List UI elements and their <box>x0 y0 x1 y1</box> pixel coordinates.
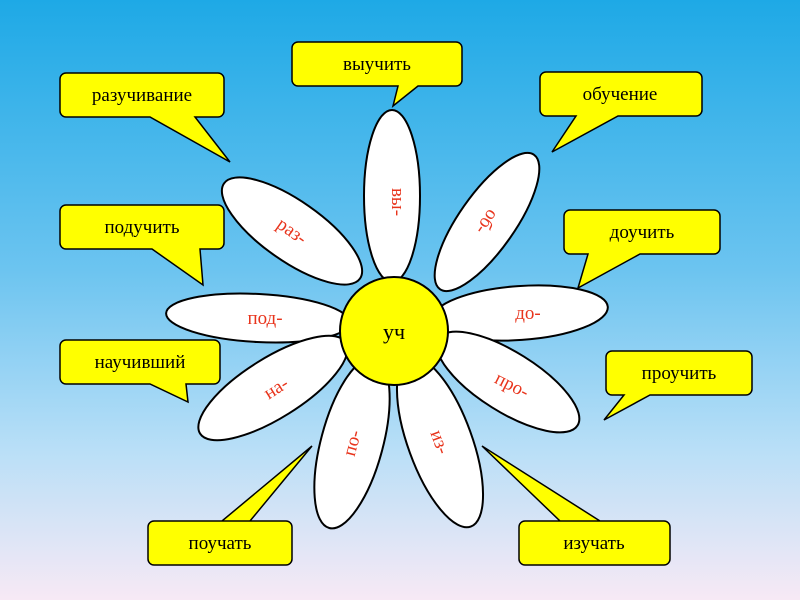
petal-ob: об- <box>433 151 541 293</box>
petal-raz: раз- <box>220 176 364 286</box>
word-pouchat: поучать <box>189 533 252 554</box>
prefix-vy: вы- <box>387 188 408 216</box>
petal-do: до- <box>431 284 609 342</box>
bubble-poduchit: подучить <box>59 204 225 287</box>
word-izuchat: изучать <box>563 533 625 554</box>
bubble-pouchat: поучать <box>147 445 313 566</box>
bubble-obuchenie: обучение <box>539 71 703 153</box>
root-label: уч <box>383 319 405 344</box>
petal-pod: под- <box>165 292 351 344</box>
word-prouchit: проучить <box>642 363 717 384</box>
bubble-prouchit: проучить <box>603 350 753 421</box>
bubble-nauchivshiy: научивший <box>59 339 221 404</box>
prefix-do: до- <box>515 303 541 324</box>
flower-center: уч <box>339 276 449 386</box>
petal-iz: из- <box>395 355 485 529</box>
word-vyuchit: выучить <box>343 54 411 75</box>
bubble-izuchat: изучать <box>481 445 671 566</box>
bubble-razuchivanie: разучивание <box>59 72 231 163</box>
petal-vy: вы- <box>363 109 421 283</box>
bubble-douchit: доучить <box>563 209 721 290</box>
word-douchit: доучить <box>610 222 675 243</box>
word-nauchivshiy: научивший <box>95 352 186 373</box>
word-razuchivanie: разучивание <box>92 85 192 106</box>
word-obuchenie: обучение <box>583 84 658 105</box>
word-poduchit: подучить <box>105 217 180 238</box>
prefix-pod: под- <box>247 308 282 329</box>
bubble-vyuchit: выучить <box>291 41 463 108</box>
